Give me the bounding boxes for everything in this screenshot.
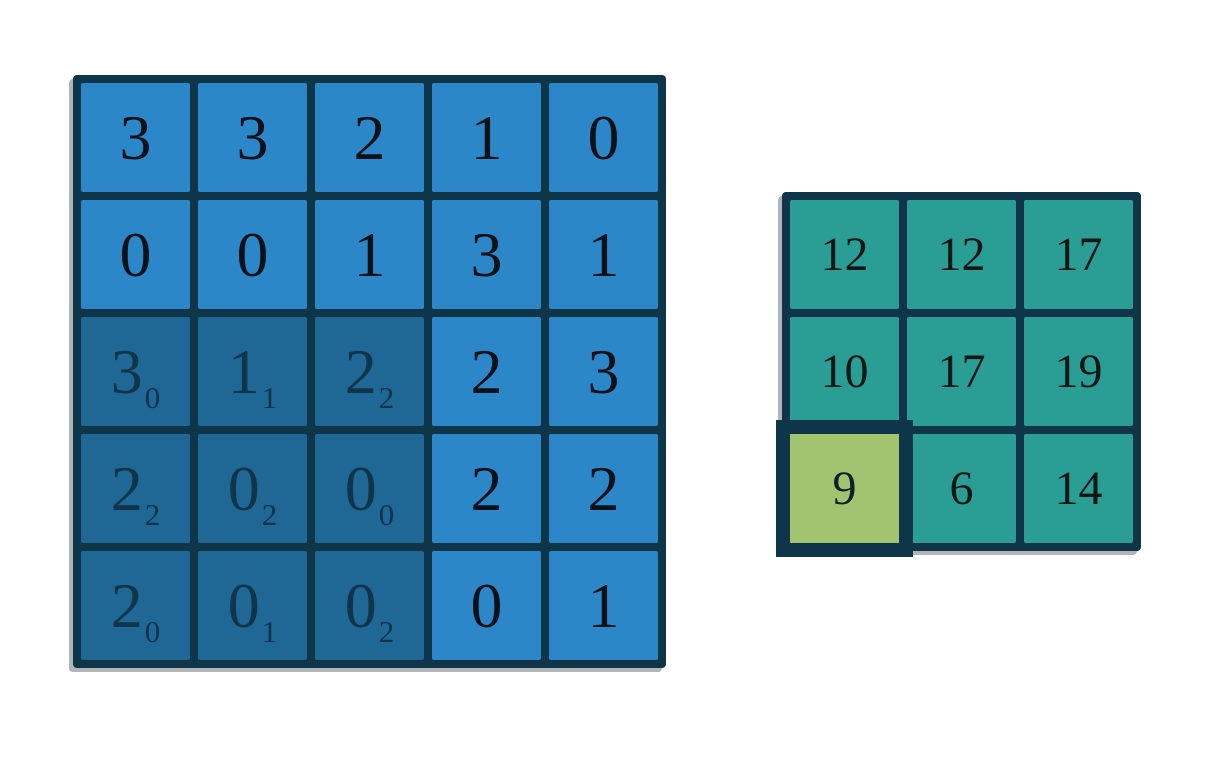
input-cell-r1-c4: 1 [549,200,658,309]
kernel-weight-subscript: 1 [261,379,278,415]
cell-value: 3 [119,101,152,173]
input-cell-r1-c3: 3 [432,200,541,309]
output-cell-r0-c0: 12 [790,200,899,309]
cell-value: 2 [110,452,143,524]
kernel-weight-subscript: 2 [378,613,395,649]
input-cell-r3-c4: 2 [549,434,658,543]
input-cell-r0-c1: 3 [198,83,307,192]
kernel-weight-subscript: 2 [378,379,395,415]
input-cell-r1-c0: 0 [81,200,190,309]
cell-value: 1 [587,569,620,641]
input-cell-r0-c0: 3 [81,83,190,192]
output-cell-r1-c2: 19 [1024,317,1133,426]
cell-value: 2 [344,335,377,407]
cell-value: 0 [344,569,377,641]
output-cell-r1-c0: 10 [790,317,899,426]
cell-value: 3 [110,335,143,407]
cell-value: 2 [470,335,503,407]
cell-value: 19 [1054,345,1103,398]
cell-value: 17 [937,345,986,398]
cell-value: 0 [227,452,260,524]
cell-value: 3 [470,218,503,290]
cell-value: 0 [119,218,152,290]
input-cell-r4-c3: 0 [432,551,541,660]
cell-value: 0 [587,101,620,173]
kernel-weight-subscript: 2 [261,496,278,532]
kernel-weight-subscript: 2 [144,496,161,532]
output-cell-r2-c0-highlighted: 9 [790,434,899,543]
input-cell-r1-c2: 1 [315,200,424,309]
cell-value: 2 [353,101,386,173]
kernel-weight-subscript: 0 [144,613,161,649]
output-cell-r2-c1: 6 [907,434,1016,543]
output-cell-r0-c2: 17 [1024,200,1133,309]
cell-value: 3 [587,335,620,407]
input-cell-r1-c1: 0 [198,200,307,309]
input-cell-r0-c2: 2 [315,83,424,192]
input-cell-r2-c3: 2 [432,317,541,426]
kernel-weight-subscript: 1 [261,613,278,649]
input-cell-r2-c4: 3 [549,317,658,426]
input-cell-r3-c3: 2 [432,434,541,543]
cell-value: 2 [470,452,503,524]
output-cell-r1-c1: 17 [907,317,1016,426]
cell-value: 1 [587,218,620,290]
cell-value: 0 [236,218,269,290]
cell-value: 12 [937,228,986,281]
cell-value: 1 [227,335,260,407]
cell-value: 14 [1054,462,1103,515]
input-cell-r0-c4: 0 [549,83,658,192]
cell-value: 0 [470,569,503,641]
cell-value: 6 [949,462,974,515]
cell-value: 10 [820,345,869,398]
cell-value: 17 [1054,228,1103,281]
cell-value: 1 [353,218,386,290]
kernel-weight-subscript: 0 [378,496,395,532]
cell-value: 3 [236,101,269,173]
input-cell-r4-c4: 1 [549,551,658,660]
cell-value: 0 [227,569,260,641]
output-grid: 12 12 17 10 17 19 9 6 14 [782,192,1141,551]
cell-value: 1 [470,101,503,173]
cell-value: 0 [344,452,377,524]
cell-value: 2 [110,569,143,641]
cell-value: 12 [820,228,869,281]
kernel-weight-subscript: 0 [144,379,161,415]
output-cell-r2-c2: 14 [1024,434,1133,543]
cell-value: 2 [587,452,620,524]
output-cell-r0-c1: 12 [907,200,1016,309]
cell-value: 9 [832,462,857,515]
input-cell-r0-c3: 1 [432,83,541,192]
